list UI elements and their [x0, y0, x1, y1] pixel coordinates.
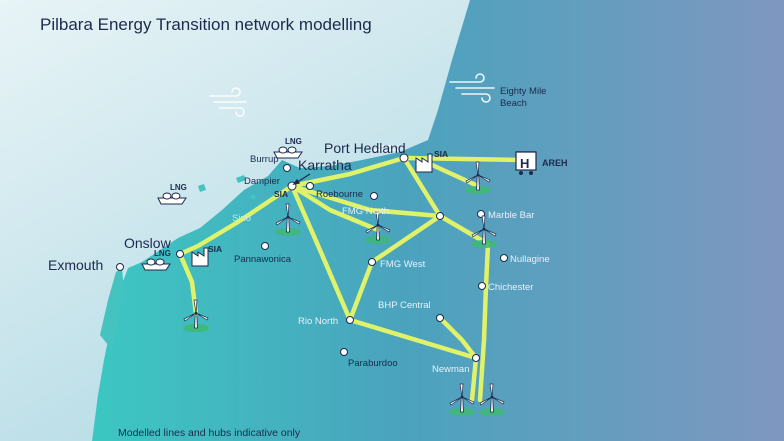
- line-karratha-marble: [289, 183, 443, 219]
- label-bhp-central[interactable]: BHP Central: [378, 300, 431, 311]
- node-chichester[interactable]: [478, 282, 486, 290]
- node-paraburdoo[interactable]: [340, 348, 348, 356]
- label-dampier[interactable]: Dampier: [244, 176, 280, 187]
- lng-ship-icon: [273, 146, 303, 159]
- label-exmouth[interactable]: Exmouth: [48, 257, 103, 273]
- wind-turbine-icon: [365, 211, 391, 244]
- node-bhp-central[interactable]: [436, 314, 444, 322]
- lng-ship-icon: [141, 258, 171, 271]
- badge-h: H: [520, 156, 529, 171]
- label-paraburdoo[interactable]: Paraburdoo: [348, 358, 398, 369]
- node-rio-north[interactable]: [346, 316, 354, 324]
- footnote: Modelled lines and hubs indicative only: [118, 427, 301, 439]
- label-onslow[interactable]: Onslow: [124, 235, 172, 251]
- wind-turbine-icon: [465, 161, 491, 194]
- factory-icon: [191, 247, 209, 267]
- node-exmouth[interactable]: [116, 263, 124, 271]
- line-east-newman: [477, 241, 491, 403]
- island: [250, 194, 256, 200]
- badge-lng: LNG: [285, 137, 302, 146]
- line-rio-newman: [347, 317, 479, 361]
- line-hedland-turbines: [427, 161, 481, 189]
- label-port-hedland[interactable]: Port Hedland: [324, 140, 406, 156]
- line-karratha-fmgnorth: [289, 183, 381, 233]
- node-fmg-west[interactable]: [368, 258, 376, 266]
- node-marble-bar-junction[interactable]: [436, 212, 444, 220]
- label-chichester[interactable]: Chichester: [488, 282, 533, 293]
- wind-gust-icon: [373, 145, 399, 151]
- line-marble-east: [437, 213, 491, 247]
- badge-sia: SIA: [434, 149, 448, 159]
- landmass: [92, 0, 784, 441]
- title: Pilbara Energy Transition network modell…: [40, 15, 372, 34]
- label-pannawonica[interactable]: Pannawonica: [234, 254, 292, 265]
- node-port-hedland[interactable]: [399, 153, 409, 163]
- line-porthedland-areh: [401, 155, 525, 163]
- hub-nodes: [116, 153, 508, 362]
- line-hedland-marble: [401, 155, 443, 219]
- label-rio-north[interactable]: Rio North: [298, 316, 338, 327]
- wind-gust-icon: [209, 87, 247, 117]
- island: [236, 175, 246, 183]
- wind-turbine-icon: [449, 383, 475, 416]
- line-karratha-riorth: [289, 183, 353, 323]
- factory-icon: [415, 153, 433, 173]
- label-fmg-west[interactable]: FMG West: [380, 259, 426, 270]
- node-pannawonica[interactable]: [261, 242, 269, 250]
- label-newman[interactable]: Newman: [432, 364, 470, 375]
- wind-turbine-icon: [471, 215, 497, 248]
- label-marble-bar[interactable]: Marble Bar: [488, 210, 534, 221]
- label-karratha[interactable]: Karratha: [298, 157, 352, 173]
- label-sino[interactable]: Sino: [232, 213, 251, 224]
- label-eighty-mile-beach-1[interactable]: Eighty Mile: [500, 86, 546, 97]
- node-newman[interactable]: [472, 354, 480, 362]
- line-bhp-newman: [437, 315, 479, 361]
- badge-sia: SIA: [208, 244, 222, 254]
- hydrogen-hub-icon: [515, 151, 537, 175]
- badge-areh: AREH: [542, 158, 568, 168]
- line-newman-south: [469, 355, 479, 403]
- line-karratha-porthedland: [289, 155, 407, 189]
- wind-turbine-icon: [275, 203, 301, 236]
- line-coast-onslow: [177, 183, 295, 257]
- label-fmg-north[interactable]: FMG North: [342, 206, 389, 217]
- exmouth-peninsula: [100, 268, 124, 350]
- island: [198, 184, 206, 192]
- map-labels: Pilbara Energy Transition network modell…: [40, 15, 568, 439]
- badge-lng: LNG: [170, 183, 187, 192]
- node-nullagine[interactable]: [500, 254, 508, 262]
- label-roebourne[interactable]: Roebourne: [316, 189, 363, 200]
- wind-turbine-icon: [479, 383, 505, 416]
- node-roebourne[interactable]: [306, 182, 314, 190]
- label-eighty-mile-beach-2[interactable]: Beach: [500, 98, 527, 109]
- lng-ship-icon: [157, 192, 187, 205]
- node-onslow[interactable]: [176, 250, 184, 258]
- label-burrup[interactable]: Burrup: [250, 154, 279, 165]
- label-nullagine[interactable]: Nullagine: [510, 254, 550, 265]
- wind-turbine-icon: [183, 299, 209, 332]
- badge-lng: LNG: [154, 249, 171, 258]
- wind-gust-icon: [449, 73, 495, 103]
- badge-sia: SIA: [274, 189, 288, 199]
- node-burrup[interactable]: [283, 164, 291, 172]
- node-fmg-north[interactable]: [370, 192, 378, 200]
- arrow-icon: [292, 173, 311, 185]
- wind-turbine-sites: [183, 161, 505, 416]
